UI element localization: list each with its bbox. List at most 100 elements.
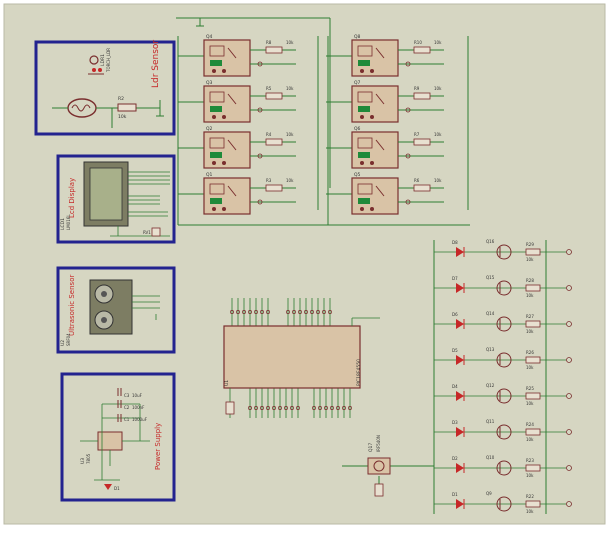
relay-resistor [413,92,431,100]
mosfet-gate-resistor [374,483,384,497]
relay-coil-icon [209,137,225,149]
relay-led-icon [210,198,222,204]
relay-led-icon [210,60,222,66]
ldr-lamp-icon [88,55,104,75]
mcu-pin-terminal-icon [298,310,302,314]
driver-resistor-ref: R29 [526,242,534,247]
driver-resistor [525,500,541,508]
relay-resistor [413,184,431,192]
relay-coil-icon [209,91,225,103]
ultrasonic-block-title: Ultrasonic Sensor [68,275,76,336]
relay-pin-icon [370,207,374,211]
transistor-symbol-icon [496,352,512,368]
relay-led-icon [358,106,370,112]
mcu-pin-terminal-icon [230,310,234,314]
relay-resistor-ref: R5 [266,86,272,91]
driver-resistor-value: 10k [526,473,534,478]
relay-resistor-value: 10k [286,178,294,183]
ultrasonic-sensor-block: Ultrasonic Sensor U2 SRF04 [56,266,176,354]
led-icon [456,283,464,293]
power-block-frame [60,372,176,502]
transistor-ref: Q15 [486,275,495,280]
mcu-pin-terminal-icon [342,406,346,410]
relay-pin-icon [212,161,216,165]
relay-ref: Q2 [206,126,213,132]
relay-ref: Q6 [354,126,361,132]
transistor-ref: Q9 [486,491,492,496]
relay-resistor [265,46,283,54]
driver-resistor-ref: R26 [526,350,534,355]
relay-led-icon [210,152,222,158]
relay-resistor-value: 10k [434,40,442,45]
driver-resistor-ref: R22 [526,494,534,499]
transistor-symbol-icon [496,280,512,296]
relay-coil-icon [357,45,373,57]
relay-switch-icon [227,139,237,151]
relay-resistor-ref: R9 [414,86,420,91]
relay-body [203,177,251,215]
mcu-pin-terminal-icon [286,310,290,314]
relay-resistor-value: 10k [434,132,442,137]
led-ref: D8 [452,240,458,245]
driver-resistor-ref: R23 [526,458,534,463]
relay-ref: Q7 [354,80,361,86]
driver-resistor [525,428,541,436]
output-terminal-icon [566,429,572,435]
led-ref: D3 [452,420,458,425]
relay-resistor-ref: R6 [414,178,420,183]
relay-led-icon [210,106,222,112]
sheet-background [3,3,606,525]
led-ref: D4 [452,384,458,389]
mcu-pin-terminal-icon [254,406,258,410]
mcu-pin-terminal-icon [254,310,258,314]
relay-resistor-ref: R7 [414,132,420,137]
transistor-symbol-icon [496,388,512,404]
led-ref: D7 [452,276,458,281]
driver-resistor-value: 10k [526,329,534,334]
mcu-pin-terminal-icon [296,406,300,410]
relay-body [203,85,251,123]
led-icon [456,247,464,257]
led-ref: D6 [452,312,458,317]
led-ref: D5 [452,348,458,353]
relay-resistor [265,138,283,146]
regulator-part: 7805 [86,453,91,464]
power-block-title: Power Supply [154,423,162,470]
ldr-sensor-block: Ldr Sensor R2 10k LDR1 TORCH_LDR [34,40,176,136]
relay-body [351,85,399,123]
relay-pin-icon [370,115,374,119]
relay-resistor-value: 10k [286,86,294,91]
driver-resistor-value: 10k [526,365,534,370]
lcd-block-title: Lcd Display [68,178,76,218]
relay-terminal-icon [257,61,263,67]
output-terminal-icon [566,501,572,507]
cap-c1-value: 1000uF [132,417,148,422]
power-supply-block: Power Supply U3 7805 C3 C2 C1 10uF 100nF… [60,372,176,502]
relay-terminal-icon [405,153,411,159]
mcu-pin-terminal-icon [328,310,332,314]
led-icon [456,391,464,401]
cap-c3-value: 10uF [132,393,143,398]
mcu-part: PIC18F4550 [356,359,362,386]
mcu-pin-terminal-icon [316,310,320,314]
lcd-display-block: Lcd Display LCD1 LM016L RV1 [56,154,176,244]
mcu-pin-terminal-icon [236,310,240,314]
relay-terminal-icon [257,153,263,159]
mcu-pin-terminal-icon [248,310,252,314]
mcu-pin-terminal-icon [312,406,316,410]
transistor-symbol-icon [496,460,512,476]
cap-c2-value: 100nF [132,405,145,410]
mcu-pin-terminal-icon [324,406,328,410]
transistor-symbol-icon [496,244,512,260]
cap-c2-ref: C2 [124,405,130,410]
driver-resistor-value: 10k [526,401,534,406]
